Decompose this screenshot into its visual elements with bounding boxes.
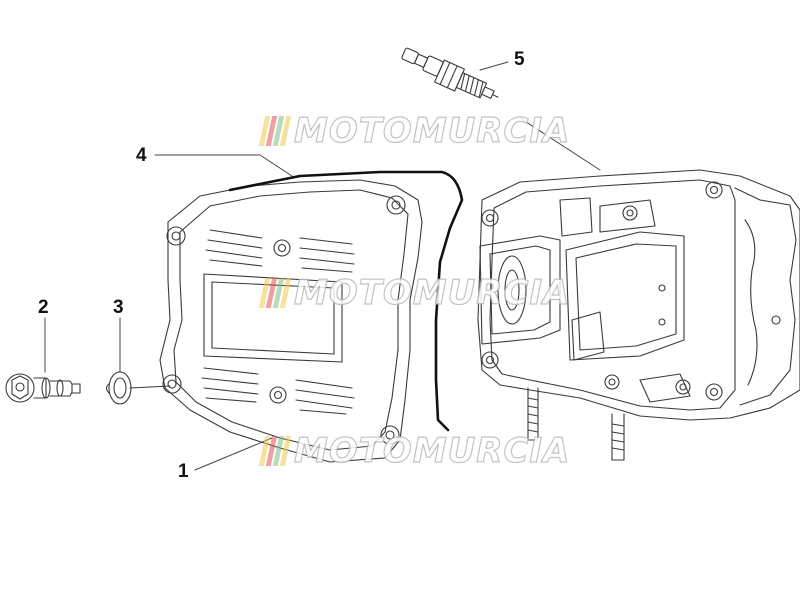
washer-part <box>105 371 171 405</box>
watermark-text: MOTOMURCIA <box>293 430 571 471</box>
watermark-logo-stripes <box>258 436 292 466</box>
valve-cover-part <box>159 179 423 463</box>
callout-2: 2 <box>38 297 49 318</box>
watermark-middle: MOTOMURCIA <box>258 272 571 314</box>
leader-5b <box>519 117 601 171</box>
cylinder-head-part <box>477 169 800 461</box>
leader-lines <box>44 61 601 471</box>
watermark-text: MOTOMURCIA <box>293 110 571 151</box>
spark-plug-part <box>401 47 499 99</box>
gasket-part <box>228 170 464 432</box>
leader-4b <box>259 154 293 177</box>
stud-bolts <box>527 387 625 461</box>
leader-5 <box>479 61 509 71</box>
watermark-text: MOTOMURCIA <box>293 272 571 313</box>
watermark-bottom: MOTOMURCIA <box>258 430 571 472</box>
watermark-logo-stripes <box>258 278 292 308</box>
watermark-logo-stripes <box>258 116 292 146</box>
leader-1 <box>194 437 273 471</box>
callout-1: 1 <box>178 461 189 482</box>
callout-3: 3 <box>113 297 124 318</box>
watermark-top: MOTOMURCIA <box>258 110 571 152</box>
callout-5: 5 <box>514 49 525 70</box>
bolt-part <box>5 373 81 403</box>
callout-4: 4 <box>136 145 147 166</box>
